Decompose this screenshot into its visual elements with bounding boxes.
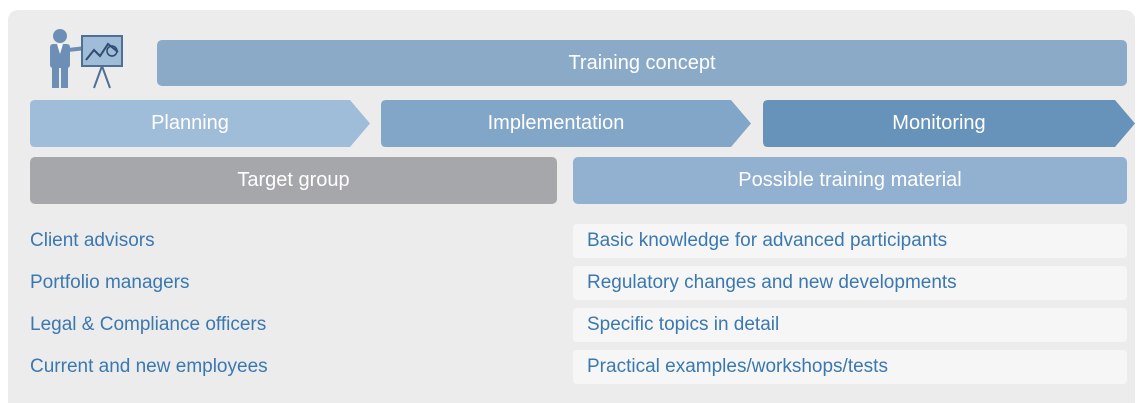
training-material-item-label: Regulatory changes and new developments	[587, 272, 957, 293]
step-monitoring: Monitoring	[763, 100, 1135, 147]
step-monitoring-label: Monitoring	[892, 112, 986, 134]
step-planning: Planning	[30, 100, 370, 147]
target-group-item: Client advisors	[30, 230, 155, 251]
training-material-item-label: Practical examples/workshops/tests	[587, 356, 888, 377]
training-material-item-label: Specific topics in detail	[587, 314, 780, 335]
step-implementation: Implementation	[381, 100, 751, 147]
step-planning-label: Planning	[151, 112, 229, 134]
training-material-item: Basic knowledge for advanced participant…	[573, 224, 1127, 258]
training-material-item: Specific topics in detail	[573, 308, 1127, 342]
training-material-item: Practical examples/workshops/tests	[573, 350, 1127, 384]
presenter-icon	[42, 24, 130, 96]
step-implementation-label: Implementation	[487, 112, 625, 134]
training-material-heading: Possible training material	[738, 169, 962, 191]
implementation-arrow-shape	[381, 100, 751, 147]
training-material-header: Possible training material	[573, 157, 1127, 204]
training-concept-label: Training concept	[568, 51, 716, 74]
target-group-header: Target group	[30, 157, 557, 204]
target-group-item: Legal & Compliance officers	[30, 314, 267, 335]
training-material-item-label: Basic knowledge for advanced participant…	[587, 230, 948, 251]
target-group-item: Current and new employees	[30, 356, 268, 377]
target-group-heading: Target group	[237, 169, 350, 191]
monitoring-arrow-shape	[763, 100, 1135, 147]
target-group-item: Portfolio managers	[30, 272, 190, 293]
training-concept-bar: Training concept	[157, 40, 1127, 86]
training-material-item: Regulatory changes and new developments	[573, 266, 1127, 300]
planning-arrow-shape	[30, 100, 370, 147]
